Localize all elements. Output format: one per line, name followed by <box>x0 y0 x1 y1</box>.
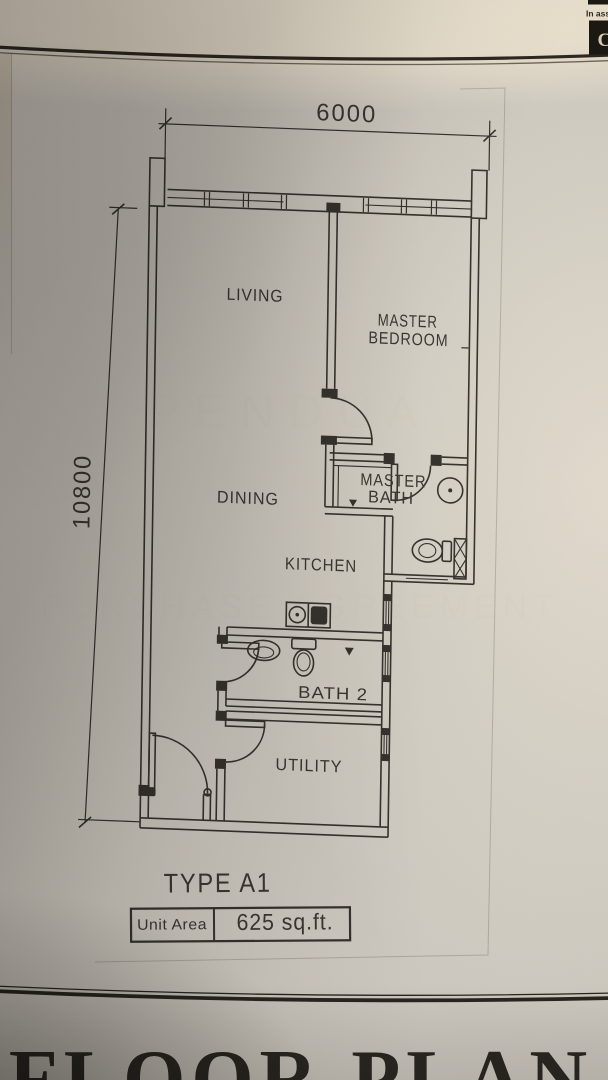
bath2-basin <box>246 639 281 662</box>
dim-width-label: 6000 <box>316 99 377 128</box>
room-label-utility: UTILITY <box>275 755 342 777</box>
room-label-dining: DINING <box>217 488 279 509</box>
master-bath-drain-mark <box>349 499 358 507</box>
outer-walls <box>139 205 481 839</box>
title-block: TYPE A1 Unit Area 625 sq.ft. <box>129 868 352 943</box>
bath2-toilet <box>290 637 317 677</box>
bath2-door <box>220 640 260 683</box>
entrance-door-leaf <box>147 732 157 793</box>
window-band-top <box>167 188 472 218</box>
bath2-door-swing <box>221 646 260 683</box>
header-logo-block: In asso C <box>586 0 608 55</box>
ghost-line1: PENDUA <box>148 386 432 439</box>
dim-height-label: 10800 <box>68 453 96 529</box>
room-label-kitchen: KITCHEN <box>285 554 357 576</box>
header-rule <box>0 45 608 66</box>
unit-area-value: 625 sq.ft. <box>236 908 333 935</box>
footer-rule <box>0 985 608 1003</box>
association-text: In asso <box>586 9 608 19</box>
master-bath-wc-walls <box>379 515 474 838</box>
bath2-drain-mark <box>344 647 354 656</box>
entrance-door-swing <box>152 734 209 794</box>
master-bath-toilet <box>411 538 453 563</box>
type-label: TYPE A1 <box>164 868 272 899</box>
wall-corner-stub-right <box>470 169 488 220</box>
utility-door-swing <box>225 724 266 763</box>
utility-door-leaf <box>224 719 266 729</box>
bath2-walls <box>216 626 384 719</box>
room-label-master-bath-2: BATH <box>368 487 414 508</box>
entrance-door <box>138 732 212 821</box>
ghost-text: PENDUA PURCHASE AGREEMENT <box>40 386 560 626</box>
room-label-master-bedroom-2: BEDROOM <box>368 328 448 350</box>
room-label-bath2: BATH 2 <box>298 683 368 705</box>
wall-corner-stub-left <box>148 156 166 208</box>
utility-door <box>215 710 266 763</box>
unit-area-label: Unit Area <box>137 916 207 933</box>
wall-living-bedroom <box>320 202 341 507</box>
floor-plan-group: 6000 10800 LIVING MASTER BEDROOM DINING … <box>68 99 497 839</box>
master-bath-basin <box>436 477 464 504</box>
room-label-living: LIVING <box>226 285 283 306</box>
logo-letter: C <box>598 30 608 51</box>
master-bath-louver-window <box>453 537 468 580</box>
footer-title: FLOOR PLAN <box>9 1035 593 1080</box>
